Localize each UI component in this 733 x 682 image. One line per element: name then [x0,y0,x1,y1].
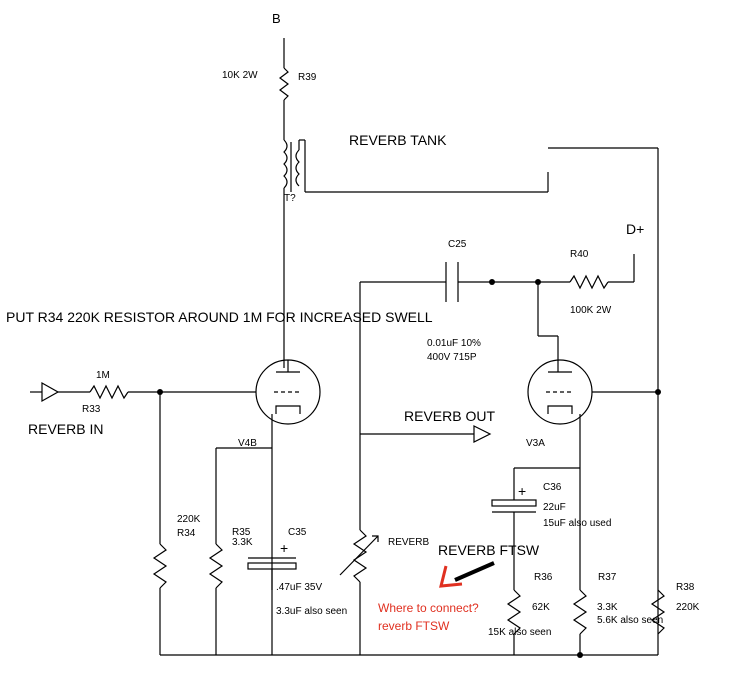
junction-dot [655,389,661,395]
r34-ref-label: R34 [177,528,196,539]
c25-value-label-2: 400V 715P [427,352,477,363]
r34-wire [152,392,168,655]
r35-value-label: 3.3K [232,537,253,548]
junction-dot [489,279,495,285]
c36-value-label: 22uF [543,502,566,513]
v3a-cathode-wire [513,414,581,590]
r36-value-label: 62K [532,602,550,613]
reverb-tank-label: REVERB TANK [349,132,447,148]
red-annotation-mark [439,565,463,588]
r37-alt-label: 5.6K also seen [597,615,663,626]
r36-ref-label: R36 [534,572,553,583]
r34-value-label: 220K [177,514,201,525]
question-label-1: Where to connect? [378,601,479,615]
r39-ref-label: R39 [298,72,317,83]
svg-text:+: + [518,483,526,499]
resistor-r36 [506,589,522,655]
resistor-r39 [279,67,289,101]
resistor-r40 [538,254,635,290]
c25-ref-label: C25 [448,239,467,250]
resistor-r37 [572,589,588,655]
resistor-r33 [58,384,256,400]
tank-return-wire [548,147,659,655]
r33-ref-label: R33 [82,404,101,415]
r33-value-label: 1M [96,370,110,381]
r35-ref-label: R35 [232,527,251,538]
transformer-to-tank-wire [305,172,549,193]
reverb-pot-label: REVERB [388,537,429,548]
capacitor-c25 [430,262,538,302]
c35-value-label: .47uF 35V [276,582,322,593]
svg-text:+: + [280,540,288,556]
question-label-2: reverb FTSW [378,619,450,633]
v3a-label: V3A [526,438,545,449]
note-r34-label: PUT R34 220K RESISTOR AROUND 1M FOR INCR… [6,309,433,325]
d-plus-label: D+ [626,221,644,237]
reverb-in-arrow [30,381,60,403]
b-supply-label: B [272,11,281,26]
reverb-out-label: REVERB OUT [404,408,495,424]
c36-alt-label: 15uF also used [543,518,611,529]
capacitor-c35: + [247,540,297,590]
r38-ref-label: R38 [676,582,695,593]
transformer-t [283,139,306,192]
r39-value-label: 10K 2W [222,70,258,81]
c35-ref-label: C35 [288,527,307,538]
tube-v3a [527,359,593,425]
r38-value-label: 220K [676,602,700,613]
r36-alt-label: 15K also seen [488,627,551,638]
capacitor-c36: + [491,483,537,590]
c36-ref-label: C36 [543,482,562,493]
reverb-ftsw-label: REVERB FTSW [438,542,540,558]
transformer-ref-label: T? [284,193,296,204]
c35-alt-label: 3.3uF also seen [276,606,347,617]
ftsw-line [454,561,495,582]
r37-value-label: 3.3K [597,602,618,613]
r40-value-label: 100K 2W [570,305,612,316]
reverb-pot-wire [339,281,430,655]
resistor-r38 [650,589,666,635]
reverb-in-label: REVERB IN [28,421,103,437]
tube-v4b [255,359,321,425]
reverb-out-wire [360,425,492,443]
v3a-plate-wire [537,282,559,362]
r40-ref-label: R40 [570,249,589,260]
r35-c35-wire [208,447,272,655]
r37-ref-label: R37 [598,572,617,583]
v4b-label: V4B [238,438,257,449]
c25-value-label-1: 0.01uF 10% [427,338,481,349]
